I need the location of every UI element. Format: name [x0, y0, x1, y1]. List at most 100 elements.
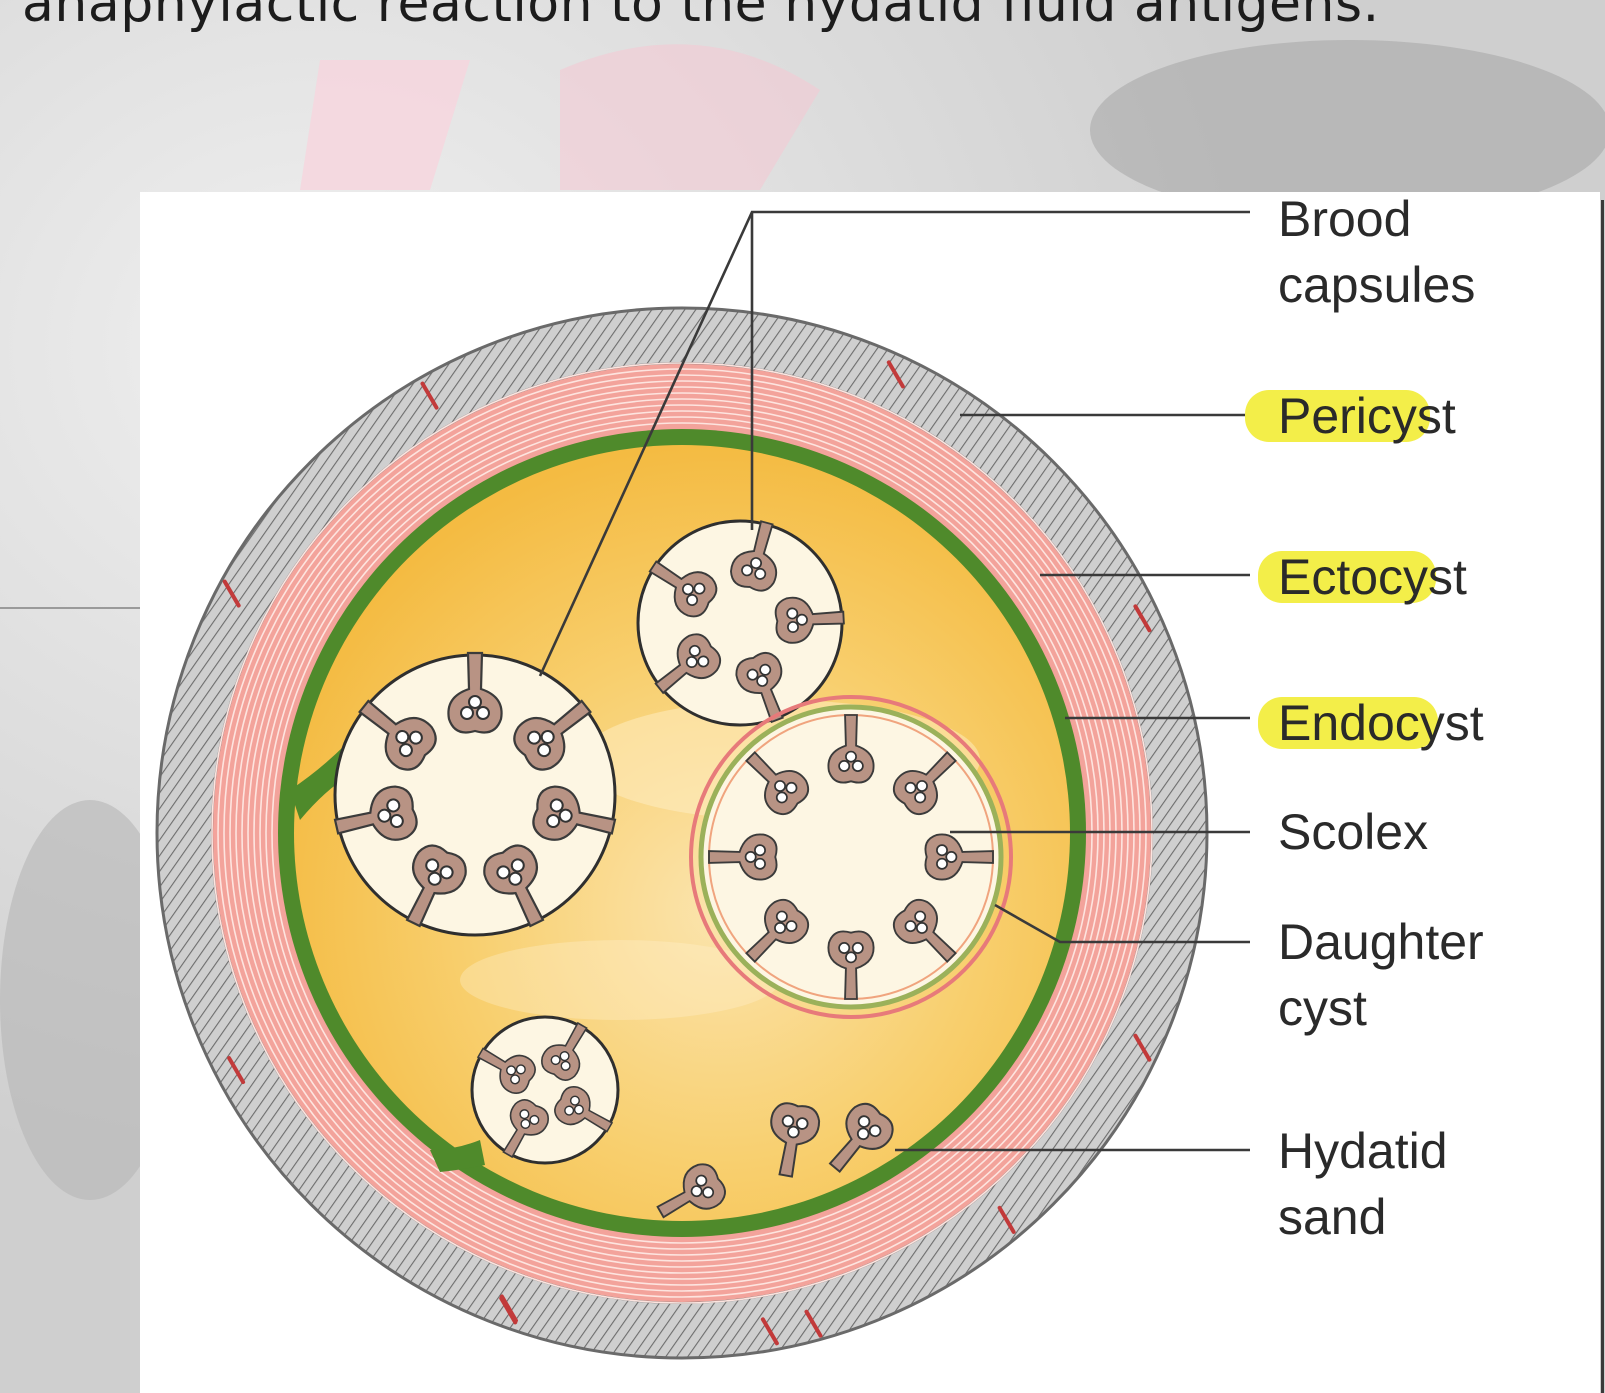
scolex-sucker — [564, 1105, 575, 1116]
scolex-icon — [502, 1099, 549, 1159]
scolex-sucker — [693, 582, 706, 595]
label-brood-capsules: Brood capsules — [1278, 191, 1476, 313]
scolex-icon — [924, 833, 994, 881]
scolex-sucker — [460, 706, 474, 720]
scolex-sucker — [702, 1186, 715, 1199]
brood-capsule — [333, 651, 617, 937]
daughter-cyst-group — [689, 695, 1013, 1019]
scolex-sucker — [386, 798, 401, 813]
scolex-sucker — [427, 871, 442, 886]
label-pericyst: Pericyst — [1278, 388, 1456, 444]
endocyst-highlight — [1258, 697, 1438, 749]
scolex-icon — [513, 699, 592, 771]
brood-capsule — [470, 1015, 620, 1165]
label-ectocyst: Ectocyst — [1278, 549, 1467, 605]
pericyst-highlight — [1245, 390, 1430, 442]
scolex-sucker — [904, 781, 917, 794]
scolex-icon — [745, 751, 810, 816]
hydatid-sand-group — [656, 1102, 894, 1219]
scolex-icon — [554, 1086, 614, 1133]
scolex-icon — [654, 633, 722, 695]
pericyst-cell-mark — [222, 579, 241, 608]
scolex-sucker — [750, 557, 763, 570]
scolex-icon — [770, 1102, 821, 1178]
scolex-sucker — [395, 730, 410, 745]
scolex-sucker — [754, 857, 766, 870]
scolex-sucker — [856, 1127, 870, 1141]
scolex-icon — [827, 714, 875, 784]
scolex-icon — [476, 1047, 536, 1094]
scolex-sucker — [559, 1051, 570, 1062]
scolex-sucker — [573, 1104, 584, 1115]
scolex-sucker — [550, 1055, 561, 1066]
scolex-sucker — [695, 1174, 708, 1187]
capsule-stalk — [290, 745, 350, 820]
scolex-sucker — [510, 1074, 521, 1085]
scolex-sucker — [775, 910, 788, 923]
scolex-sucker — [686, 594, 699, 606]
leader-daughter-cyst — [994, 903, 1250, 944]
fluid-sheen — [460, 940, 780, 1020]
scolex-sucker — [756, 674, 769, 687]
scolex-sucker — [425, 858, 440, 873]
scolex-sucker — [527, 730, 542, 745]
scolex-sucker — [904, 920, 917, 933]
scolex-sucker — [914, 791, 927, 804]
panel-edge-rule — [1601, 200, 1604, 1393]
scolex-icon — [447, 651, 503, 734]
daughter-cyst-outer-layer — [689, 695, 1013, 1019]
scolex-icon — [648, 560, 718, 618]
scolex-sucker — [510, 858, 525, 873]
pericyst-cell-mark — [420, 381, 439, 410]
scolex-sucker — [408, 730, 423, 745]
scolex-sucker — [838, 942, 851, 954]
pericyst-cell-mark — [499, 1294, 518, 1323]
scolex-sucker — [688, 644, 701, 657]
label-hydatid-sand: Hydatid sand — [1278, 1123, 1448, 1245]
scolex-sucker — [759, 663, 772, 676]
scolex-sucker — [685, 656, 698, 668]
brood-capsule-wall — [470, 1015, 620, 1165]
scolex-icon — [892, 751, 957, 816]
scolex-sucker — [845, 951, 857, 964]
scolex-sucker — [508, 871, 523, 886]
scolex-sucker — [781, 1114, 795, 1128]
scolex-icon — [532, 785, 617, 841]
scolex-icon — [405, 844, 467, 928]
scolex-sucker — [558, 808, 573, 823]
pericyst-cell-mark — [760, 1317, 779, 1346]
scolex-sucker — [496, 865, 511, 880]
label-scolex: Scolex — [1278, 804, 1429, 860]
scolex-sucker — [389, 814, 404, 829]
scolex-sucker — [506, 1065, 517, 1076]
scolex-sucker — [546, 814, 561, 829]
scolex-sucker — [754, 567, 767, 580]
scolex-sucker — [746, 668, 759, 681]
pericyst-cell-mark — [886, 360, 905, 389]
scolex-sucker — [838, 760, 851, 772]
label-daughter-cyst: Daughter cyst — [1278, 914, 1484, 1036]
scolex-icon — [333, 785, 418, 841]
scolex-sucker — [690, 1185, 703, 1198]
scolex-sucker — [476, 706, 490, 720]
scolex-sucker — [851, 760, 864, 772]
scolex-sucker — [851, 942, 864, 954]
scolex-sucker — [519, 1109, 530, 1120]
scolex-icon — [735, 651, 784, 724]
scolex-sucker — [785, 920, 798, 933]
scolex-icon — [358, 699, 437, 771]
scolex-icon — [828, 1102, 894, 1174]
scolex-sucker — [549, 798, 564, 813]
scolex-sucker — [787, 1125, 800, 1139]
scolex-sucker — [775, 791, 788, 804]
pericyst-cell-mark — [1133, 604, 1152, 633]
pericyst-cell-mark — [804, 1309, 823, 1338]
scolex-sucker — [936, 857, 948, 870]
scolex-icon — [541, 1021, 588, 1081]
scolex-icon — [745, 898, 810, 963]
scolex-sucker — [916, 780, 928, 792]
scolex-sucker — [754, 844, 766, 857]
scolex-sucker — [774, 922, 786, 934]
scolex-sucker — [787, 621, 799, 633]
